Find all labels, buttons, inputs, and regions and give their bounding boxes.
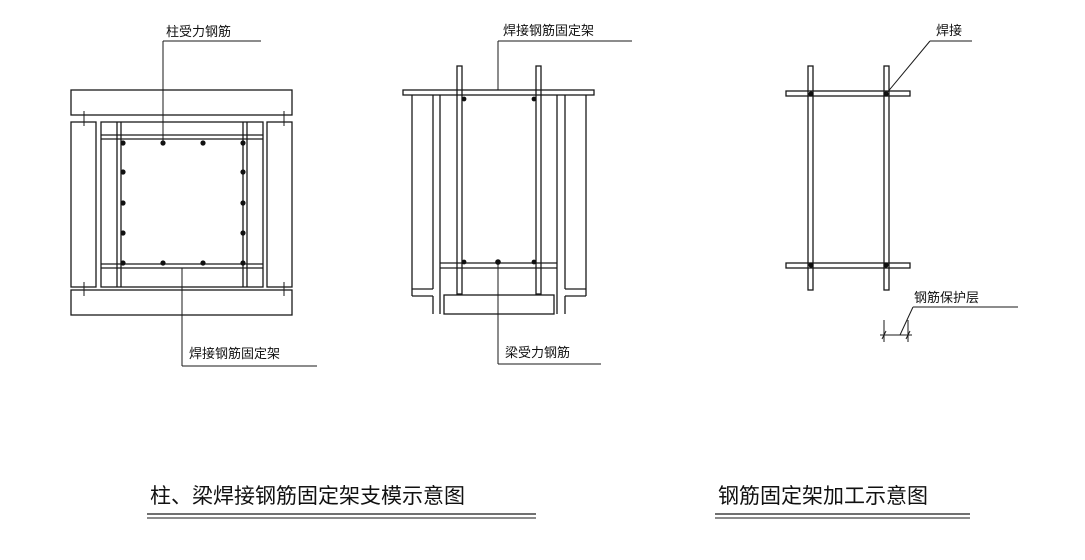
leader-weld: 焊接 xyxy=(885,23,972,95)
label-weld: 焊接 xyxy=(936,23,962,39)
beam-top-fixing-bar xyxy=(402,89,595,96)
left-formwork-board xyxy=(70,121,97,288)
top-formwork-board xyxy=(70,89,293,116)
column-formwork-diagram: 柱受力钢筋 焊接钢筋固定架 xyxy=(70,24,317,367)
title-left-group: 柱、梁焊接钢筋固定架支模示意图 xyxy=(147,484,536,519)
column-fixing-frame xyxy=(101,122,263,287)
label-column-main-rebar: 柱受力钢筋 xyxy=(166,24,231,40)
title-left: 柱、梁焊接钢筋固定架支模示意图 xyxy=(150,484,465,508)
rebar-cover-dimension: 钢筋保护层 xyxy=(880,290,1018,342)
leader-column-rebar: 柱受力钢筋 xyxy=(162,24,261,143)
frame-right-bar xyxy=(883,65,890,291)
leader-fixing-frame-bottom: 焊接钢筋固定架 xyxy=(181,268,317,367)
frame-top-bar xyxy=(785,90,911,97)
label-fixing-frame-bottom: 焊接钢筋固定架 xyxy=(189,346,280,362)
beam-formwork-diagram: 焊接钢筋固定架 梁受力钢筋 xyxy=(402,23,632,365)
weld-point-dots xyxy=(808,91,889,268)
beam-rebar-dots xyxy=(461,96,537,265)
beam-right-frame-bar xyxy=(535,65,542,295)
beam-side-forms xyxy=(411,95,587,314)
frame-bottom-bar xyxy=(785,262,911,269)
title-right: 钢筋固定架加工示意图 xyxy=(718,484,928,508)
beam-bottom-form xyxy=(443,294,555,315)
fixing-frame-fabrication-diagram: 焊接 钢筋保护层 xyxy=(785,23,1018,342)
label-rebar-cover: 钢筋保护层 xyxy=(914,290,979,306)
beam-left-frame-bar xyxy=(456,65,463,295)
right-formwork-board xyxy=(266,121,293,288)
board-joint-ticks xyxy=(81,111,287,296)
leader-beam-rebar: 梁受力钢筋 xyxy=(497,264,601,365)
leader-fixing-frame-top: 焊接钢筋固定架 xyxy=(497,23,632,90)
label-fixing-frame-top: 焊接钢筋固定架 xyxy=(503,23,594,39)
column-rebar-dots xyxy=(120,140,246,266)
title-right-group: 钢筋固定架加工示意图 xyxy=(715,484,970,519)
label-beam-main-rebar: 梁受力钢筋 xyxy=(505,345,570,361)
frame-left-bar xyxy=(807,65,814,291)
